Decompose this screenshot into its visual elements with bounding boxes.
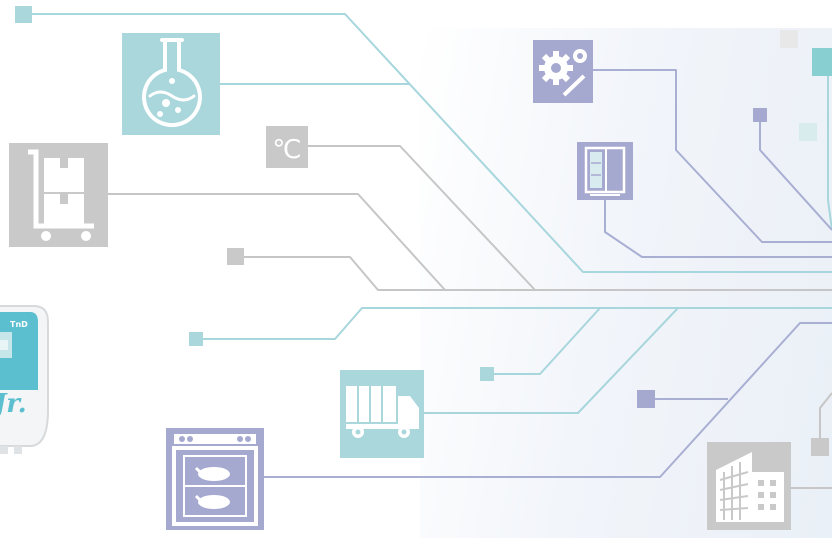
line-left-teal: [196, 307, 832, 340]
line-top-teal: [23, 13, 832, 273]
flask-tile: [122, 33, 220, 135]
line-gears: [593, 69, 832, 243]
line-warehouse: [108, 193, 446, 291]
line-oven: [264, 322, 832, 478]
celsius-icon: ℃: [272, 135, 301, 165]
refrigerator-icon: [584, 146, 626, 196]
delivery-truck-icon: [346, 386, 419, 438]
node-square-faint-gray: [780, 30, 798, 48]
line-gray-small: [235, 256, 832, 291]
node-square-top-left: [15, 6, 32, 23]
office-building-icon: [716, 452, 784, 522]
node-square-teal-mid: [480, 367, 494, 381]
node-square-dark-teal: [812, 48, 832, 76]
data-logger-device: TnD Jr.: [0, 305, 49, 454]
line-top-right-teal: [824, 61, 832, 231]
truck-tile: [340, 370, 424, 458]
line-truck: [424, 307, 679, 414]
fridge-tile: [577, 142, 633, 200]
gears-tile: [533, 40, 593, 103]
flask-icon: [142, 38, 202, 128]
line-gray-right: [819, 392, 832, 447]
line-celsius: [308, 145, 832, 291]
building-tile: [707, 442, 791, 530]
warehouse-cart-icon: [28, 149, 94, 241]
node-square-teal-left: [189, 332, 203, 346]
logger-brand-label: TnD: [10, 320, 28, 329]
line-lav-small-top: [759, 115, 832, 231]
line-truck-small: [487, 307, 601, 375]
line-fridge: [604, 200, 832, 258]
oven-tile: [166, 428, 264, 530]
logger-logo-mark: Jr.: [0, 389, 27, 419]
node-square-lavender-mid: [637, 390, 655, 408]
gears-wrench-icon: [539, 49, 587, 97]
node-square-gray-left: [227, 248, 244, 265]
node-square-gray-right: [811, 438, 829, 456]
node-square-faint-teal: [799, 123, 817, 141]
celsius-tile: ℃: [266, 126, 308, 168]
warehouse-tile: [9, 143, 108, 247]
node-square-lavender-top: [753, 108, 767, 122]
oven-icon: [172, 434, 258, 526]
flask-bubbles: [157, 78, 181, 117]
